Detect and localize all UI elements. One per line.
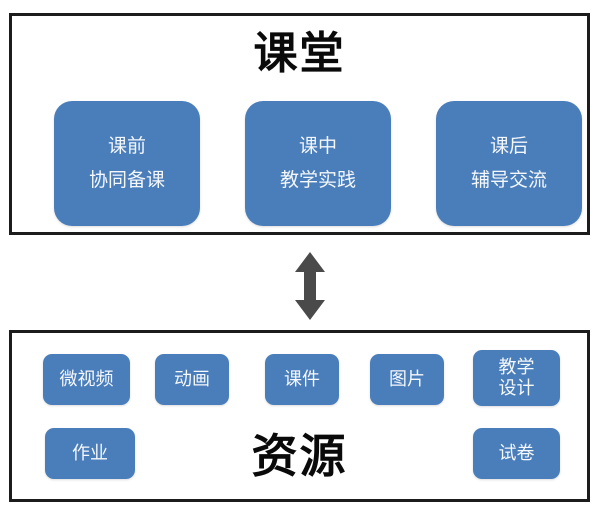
resource-chip-line-1: 微视频 <box>59 368 114 390</box>
stage-card-after-class[interactable]: 课后 辅导交流 <box>436 101 582 226</box>
resource-chip-line-1: 教学 <box>498 356 535 378</box>
stage-card-line-2: 教学实践 <box>279 169 356 191</box>
resource-title: 资源 <box>251 429 348 483</box>
classroom-panel: 课堂 课前 协同备课 课中 教学实践 课后 辅导交流 <box>9 13 590 235</box>
stage-card-line-1: 课后 <box>489 134 528 157</box>
resource-chip-micro-video[interactable]: 微视频 <box>43 354 130 405</box>
resource-chip-line-1: 图片 <box>389 368 425 390</box>
resource-chip-courseware[interactable]: 课件 <box>265 354 339 405</box>
double-headed-arrow-icon <box>288 250 332 322</box>
stage-card-line-1: 课前 <box>107 134 146 157</box>
stage-card-in-class[interactable]: 课中 教学实践 <box>245 101 391 226</box>
resource-chip-line-1: 作业 <box>72 442 108 464</box>
classroom-title: 课堂 <box>253 28 346 79</box>
resource-chip-picture[interactable]: 图片 <box>370 354 444 405</box>
resource-chip-animation[interactable]: 动画 <box>155 354 229 405</box>
stage-card-line-2: 协同备课 <box>88 169 165 191</box>
resource-chip-line-1: 动画 <box>174 368 210 390</box>
stage-card-line-1: 课中 <box>298 134 337 157</box>
resource-chip-exam-paper[interactable]: 试卷 <box>473 428 560 479</box>
resource-chip-line-1: 课件 <box>284 368 320 390</box>
resource-chip-homework[interactable]: 作业 <box>45 428 135 479</box>
stage-card-line-2: 辅导交流 <box>470 169 547 191</box>
resource-chip-instructional-design[interactable]: 教学 设计 <box>473 350 560 406</box>
stage-card-pre-class[interactable]: 课前 协同备课 <box>54 101 200 226</box>
resource-chip-line-2: 设计 <box>498 378 535 399</box>
resource-chip-line-1: 试卷 <box>498 442 535 464</box>
